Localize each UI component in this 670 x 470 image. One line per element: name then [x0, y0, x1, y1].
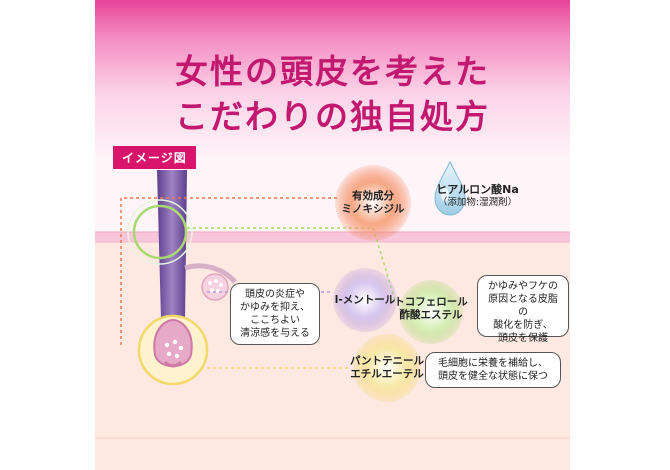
headline-line-2: こだわりの独自処方 — [175, 97, 490, 136]
sebaceous-gland — [201, 273, 229, 301]
image-tag: イメージ図 — [113, 146, 196, 169]
minoxidil-bubble — [335, 165, 411, 241]
panthenyl-note: 毛細胞に栄養を補給し、 頭皮を健全な状態に保つ — [425, 352, 561, 388]
hair-bulb — [153, 318, 193, 368]
panthenyl-bubble — [353, 334, 421, 402]
menthol-note: 頭皮の炎症や かゆみを抑え、 ここちよい 清涼感を与える — [230, 283, 320, 345]
epidermis-band — [95, 232, 570, 242]
minoxidil-connector — [120, 197, 340, 345]
scalp-diagram — [95, 160, 570, 470]
tocopherol-note: かゆみやフケの 原因となる皮脂の 酸化を防ぎ、 頭皮を保護 — [477, 275, 569, 344]
menthol-bubble — [333, 268, 397, 332]
follicle-opening-highlight — [132, 204, 188, 260]
illustration-panel: 女性の頭皮を考えた こだわりの独自処方 イメージ図 — [95, 0, 570, 470]
panthenyl-label: パントテニール エチルエーテル — [349, 355, 425, 380]
hyaluronic-label: ヒアルロン酸Na （添加物:湿潤剤） — [436, 183, 519, 208]
headline-line-1: 女性の頭皮を考えた — [175, 52, 490, 91]
minoxidil-label: 有効成分 ミノキシジル — [341, 190, 405, 215]
menthol-label: l-メントール — [334, 294, 396, 306]
tocopherol-bubble — [399, 280, 463, 344]
hyaluronic-droplet — [434, 160, 466, 216]
tocopherol-label: トコフェロール 酢酸エステル — [394, 296, 468, 321]
